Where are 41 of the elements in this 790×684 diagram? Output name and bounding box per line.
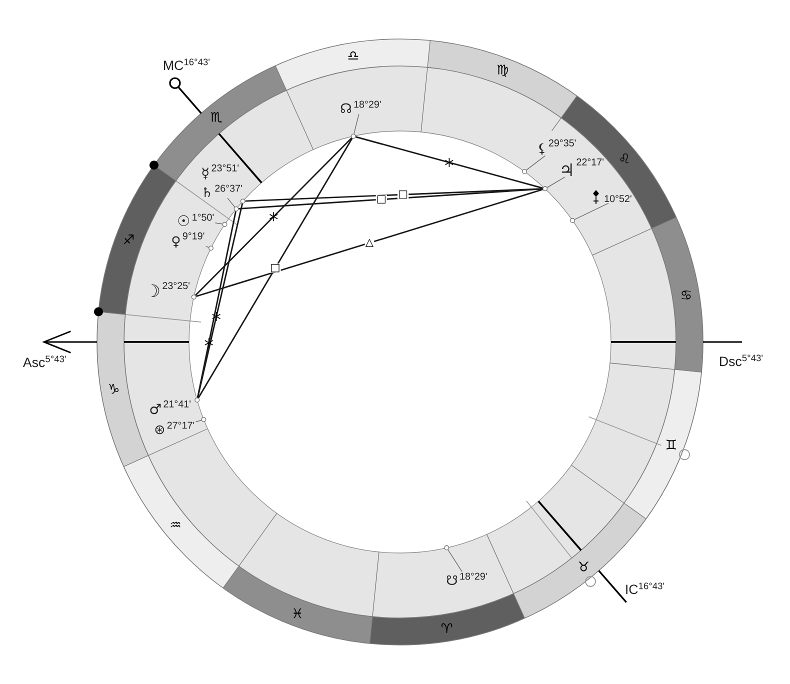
leader-line <box>448 549 462 572</box>
leader-line <box>195 420 202 422</box>
zodiac-sign: ♉ <box>578 562 588 572</box>
zodiac-sign: ♑ <box>109 384 119 394</box>
aspect-line <box>195 137 352 296</box>
leader-line <box>546 176 566 188</box>
aspect-line <box>238 188 543 210</box>
aspect-line <box>196 211 236 398</box>
zodiac-sign: ♐ <box>124 234 134 244</box>
zodiac-sign: ♏ <box>210 112 222 124</box>
leader-line <box>227 198 236 208</box>
zodiac-sign: ♊ <box>666 440 676 450</box>
leader-line <box>205 246 210 248</box>
planet-label: ☉ 1°50' <box>178 214 214 226</box>
angle-label: Dsc$^{5°43'}$ <box>720 354 763 366</box>
planet-label: ☊ 18°29' <box>340 100 381 113</box>
leader-line <box>574 202 609 220</box>
leader-line <box>526 155 546 170</box>
zodiac-sign: ♋ <box>682 290 691 300</box>
leader-line <box>354 114 360 134</box>
planet-label: ♃ 22°17' <box>562 158 604 176</box>
aspect-line <box>196 203 244 398</box>
planet-label: 10°52' <box>604 195 632 202</box>
zodiac-sign: ♎ <box>348 51 358 60</box>
angle-label: MC$^{16°43'}$ <box>164 58 210 70</box>
angle-label: Asc$^{5°43'}$ <box>22 356 66 368</box>
aspect-line <box>198 138 353 398</box>
zodiac-sign: ♌ <box>620 154 629 164</box>
planet-label: ♀ 9°19' <box>172 232 204 248</box>
aspect-line <box>196 188 543 297</box>
zodiac-sign: ♈ <box>441 623 452 634</box>
planet-label: ☿ 23°51' <box>202 164 239 180</box>
aspect-line <box>245 188 543 202</box>
zodiac-sign: ♓ <box>294 608 302 618</box>
leader-line <box>214 222 223 224</box>
aspect-line <box>356 136 543 189</box>
angle-label: IC$^{16°43'}$ <box>626 582 664 594</box>
zodiac-sign: ♒ <box>170 522 180 528</box>
zodiac-sign: ♍ <box>497 64 508 77</box>
planet-label: ⚸ 29°35' <box>539 139 576 155</box>
planet-label: ♄ 26°37' <box>204 184 242 197</box>
